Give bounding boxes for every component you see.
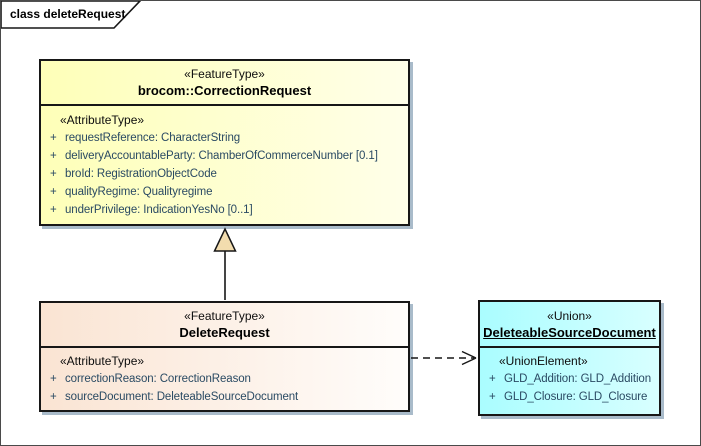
visibility-symbol: +: [50, 186, 57, 198]
attribute-row[interactable]: + qualityRegime: Qualityregime: [41, 183, 408, 201]
class-name: brocom::CorrectionRequest: [137, 83, 312, 98]
diagram-frame-title: class deleteRequest: [10, 7, 126, 21]
visibility-symbol: +: [489, 391, 496, 403]
attribute-row[interactable]: + deliveryAccountableParty: ChamberOfCom…: [41, 147, 408, 165]
class-header-deleteable-source-document: «Union» DeleteableSourceDocument: [480, 302, 659, 348]
class-name: DeleteableSourceDocument: [483, 324, 656, 340]
attribute-text: sourceDocument: DeleteableSourceDocument: [65, 391, 299, 403]
visibility-symbol: +: [50, 204, 57, 216]
class-box-deleteable-source-document[interactable]: «Union» DeleteableSourceDocument «UnionE…: [478, 300, 661, 416]
attribute-stereotype: «AttributeType»: [60, 113, 145, 127]
attribute-text: deliveryAccountableParty: ChamberOfComme…: [65, 150, 378, 162]
attribute-text: underPrivilege: IndicationYesNo [0..1]: [65, 204, 253, 216]
attribute-stereotype: «UnionElement»: [499, 354, 588, 368]
attribute-text: GLD_Closure: GLD_Closure: [504, 391, 648, 403]
attribute-row[interactable]: + requestReference: CharacterString: [41, 129, 408, 147]
attribute-row[interactable]: + correctionReason: CorrectionReason: [41, 370, 408, 388]
attribute-text: broId: RegistrationObjectCode: [65, 168, 217, 180]
open-arrowhead-icon: [461, 350, 477, 366]
generalization-connector[interactable]: [213, 227, 237, 300]
attribute-row[interactable]: + GLD_Addition: GLD_Addition: [480, 370, 659, 388]
class-stereotype: «FeatureType»: [184, 67, 265, 81]
attribute-row[interactable]: + underPrivilege: IndicationYesNo [0..1]: [41, 201, 408, 219]
attribute-text: GLD_Addition: GLD_Addition: [504, 373, 651, 385]
visibility-symbol: +: [50, 132, 57, 144]
visibility-symbol: +: [50, 373, 57, 385]
visibility-symbol: +: [50, 150, 57, 162]
attribute-text: requestReference: CharacterString: [65, 132, 241, 144]
attribute-text: qualityRegime: Qualityregime: [65, 186, 213, 198]
attributes-compartment: «AttributeType» + correctionReason: Corr…: [41, 348, 408, 406]
class-header-correction-request: «FeatureType» brocom::CorrectionRequest: [41, 61, 408, 106]
class-box-correction-request[interactable]: «FeatureType» brocom::CorrectionRequest …: [39, 59, 410, 226]
visibility-symbol: +: [50, 168, 57, 180]
visibility-symbol: +: [50, 391, 57, 403]
attributes-compartment: «AttributeType» + requestReference: Char…: [41, 106, 408, 219]
attribute-text: correctionReason: CorrectionReason: [65, 373, 251, 385]
attribute-row[interactable]: + GLD_Closure: GLD_Closure: [480, 388, 659, 406]
class-stereotype: «Union»: [547, 308, 592, 323]
class-name: DeleteRequest: [179, 325, 270, 340]
class-box-delete-request[interactable]: «FeatureType» DeleteRequest «AttributeTy…: [39, 301, 410, 412]
attributes-compartment: «UnionElement» + GLD_Addition: GLD_Addit…: [480, 348, 659, 406]
class-stereotype: «FeatureType»: [184, 309, 265, 323]
visibility-symbol: +: [489, 373, 496, 385]
frame-tab: [1, 1, 142, 29]
attribute-row[interactable]: + sourceDocument: DeleteableSourceDocume…: [41, 388, 408, 406]
attribute-row[interactable]: + broId: RegistrationObjectCode: [41, 165, 408, 183]
class-header-delete-request: «FeatureType» DeleteRequest: [41, 303, 408, 348]
attribute-stereotype: «AttributeType»: [60, 354, 145, 368]
dependency-connector[interactable]: [411, 350, 477, 366]
